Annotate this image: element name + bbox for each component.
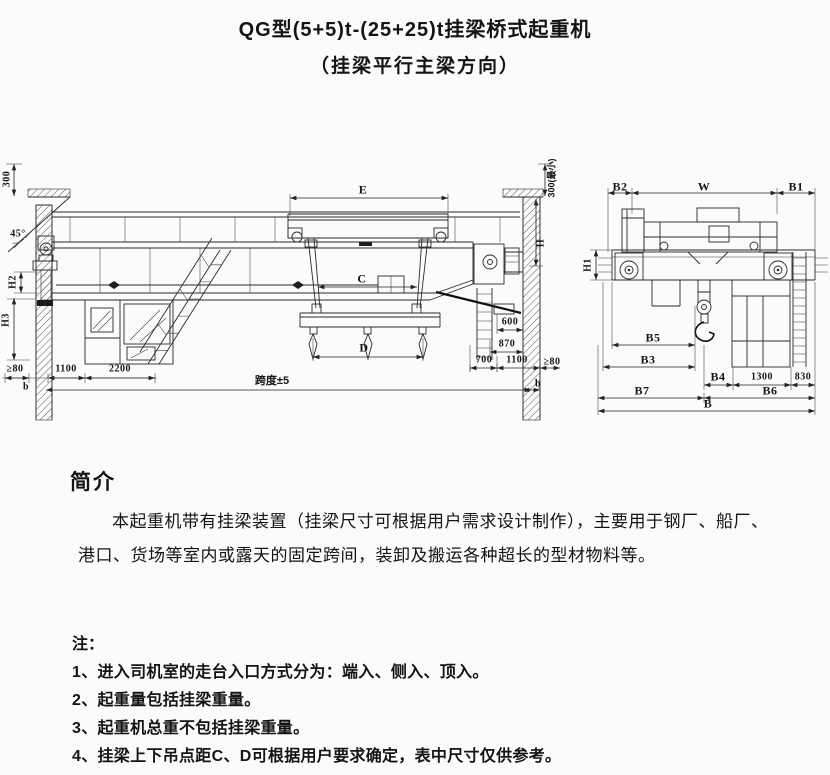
end-view-drawing (590, 188, 828, 415)
dim-label-left-b: b (22, 381, 30, 393)
dim-label-clearance-300: 300 (1, 170, 13, 188)
dim-label-H2: H2 (7, 275, 19, 289)
note-item-4: 4、挂梁上下吊点距C、D可根据用户要求确定，表中尺寸仅供参考。 (72, 748, 562, 765)
dim-label-B5: B5 (645, 330, 661, 345)
dim-label-700: 700 (475, 354, 493, 366)
intro-line-1: 本起重机带有挂梁装置（挂梁尺寸可根据用户需求设计制作），主要用于钢厂、船厂、 (112, 512, 769, 531)
dim-label-B: B (703, 396, 713, 411)
front-view-drawing (2, 163, 560, 421)
page-subtitle: （挂梁平行主梁方向） (309, 56, 520, 77)
dim-label-C: C (357, 271, 367, 286)
dim-label-right-1100: 1100 (506, 354, 528, 366)
dim-label-right-b: b (534, 378, 542, 390)
page-title: QG型(5+5)t-(25+25)t挂梁桥式起重机 (238, 19, 592, 41)
dim-label-right-ge80: ≥80 (543, 356, 561, 368)
dim-label-870: 870 (498, 338, 516, 350)
dim-label-angle-45: 45° (10, 228, 26, 240)
dim-label-B6: B6 (762, 383, 778, 398)
dim-label-B2: B2 (612, 179, 628, 194)
dim-label-span: 跨度±5 (254, 375, 290, 387)
dim-label-600: 600 (501, 316, 519, 328)
dim-label-B7: B7 (634, 383, 650, 398)
note-item-3: 3、起重机总重不包括挂梁重量。 (72, 720, 310, 737)
dim-label-left-ge80: ≥80 (6, 363, 24, 375)
dim-label-H1: H1 (582, 258, 594, 272)
dim-label-830: 830 (794, 371, 812, 383)
note-item-1: 1、进入司机室的走台入口方式分为：端入、侧入、顶入。 (72, 664, 489, 681)
note-item-2: 2、起重量包括挂梁重量。 (72, 692, 261, 709)
dim-label-W: W (697, 179, 711, 194)
dim-label-E: E (358, 182, 368, 197)
dim-label-1300: 1300 (751, 371, 773, 383)
dim-label-left-1100: 1100 (55, 363, 77, 375)
dim-label-B1: B1 (788, 179, 804, 194)
intro-heading: 简介 (70, 471, 116, 494)
dim-label-H3: H3 (0, 313, 12, 327)
intro-line-2: 港口、货场等室内或露天的固定跨间，装卸及搬运各种超长的型材物料等。 (78, 546, 656, 565)
notes-heading: 注： (72, 636, 105, 653)
dim-label-B4: B4 (710, 369, 726, 384)
dim-label-D: D (359, 340, 369, 355)
dim-label-2200: 2200 (109, 363, 131, 375)
dim-label-H: H (535, 238, 547, 248)
dim-label-B3: B3 (640, 352, 656, 367)
dim-label-300-min: 300(最小) (546, 158, 557, 198)
